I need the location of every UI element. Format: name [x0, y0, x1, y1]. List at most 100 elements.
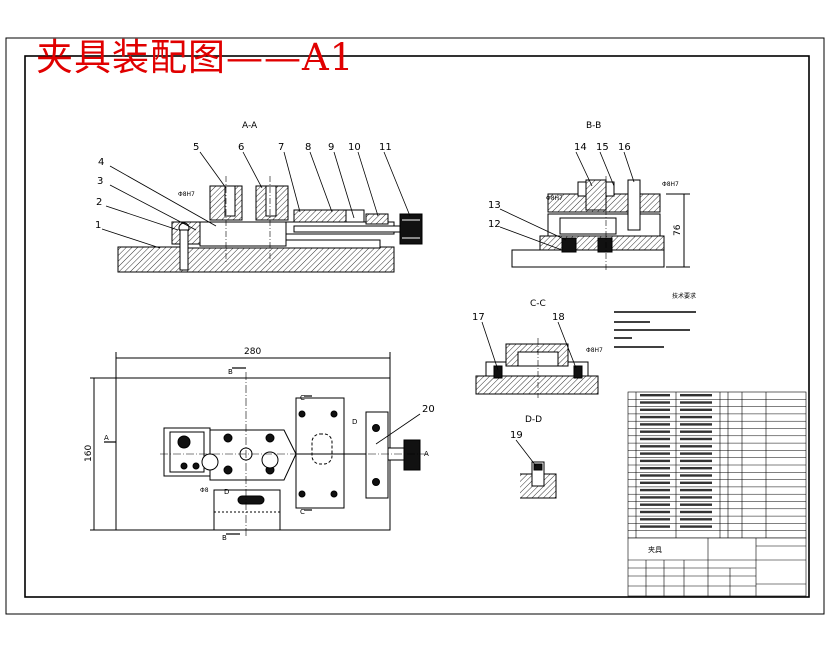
- parts-list-row-text: [680, 481, 712, 484]
- cc-leaders: [481, 321, 577, 371]
- parts-list-row-text: [680, 445, 712, 448]
- parts-list-row-text: [640, 510, 670, 514]
- bb-leaders: [499, 151, 635, 251]
- balloon-9: 9: [328, 142, 334, 153]
- view-aa-label: A-A: [242, 121, 258, 131]
- parts-list-row-text: [680, 510, 712, 514]
- parts-list-row-text: [680, 488, 712, 492]
- parts-list-row-text: [680, 496, 712, 499]
- section-mark-b-top: B: [228, 368, 233, 376]
- aa-balloons: 5 6 7 8 9 10 11 4 3 2 1: [95, 142, 392, 231]
- parts-list-row-text: [680, 415, 712, 419]
- parts-list-row-text: [640, 496, 670, 499]
- parts-list-row-text: [680, 430, 712, 433]
- parts-list-row-text: [680, 467, 712, 470]
- parts-list-row-text: [640, 525, 670, 528]
- parts-list-row-text: [680, 518, 712, 521]
- parts-list-row-text: [680, 503, 712, 506]
- view-bb-label: B-B: [586, 121, 601, 131]
- section-mark-d-top: D: [352, 418, 357, 426]
- dim-bb-height: 76: [673, 224, 683, 236]
- parts-list-row-text: [680, 452, 712, 455]
- balloon-10: 10: [348, 142, 361, 153]
- balloon-1: 1: [95, 220, 101, 231]
- balloon-14: 14: [574, 142, 587, 153]
- svg-text:Φ8: Φ8: [200, 487, 209, 494]
- parts-list-row-text: [640, 445, 670, 448]
- balloon-5: 5: [193, 142, 199, 153]
- balloon-16: 16: [618, 142, 631, 153]
- svg-text:Φ8H7: Φ8H7: [662, 181, 679, 188]
- svg-text:Φ8H7: Φ8H7: [546, 195, 563, 202]
- balloon-6: 6: [238, 142, 244, 153]
- parts-list-row-text: [640, 430, 670, 433]
- parts-list-row-text: [640, 415, 670, 419]
- parts-list-row-text: [680, 437, 712, 441]
- view-cc: C-C Φ8H7: [475, 299, 603, 398]
- dd-leader: [515, 439, 537, 467]
- inner-border: [24, 55, 810, 598]
- section-mark-a-left: A: [104, 434, 109, 442]
- aa-leaders: [101, 151, 411, 249]
- parts-list-row-text: [640, 488, 670, 492]
- section-mark-d-right: D: [224, 488, 229, 496]
- parts-list-row-text: [640, 459, 670, 463]
- section-markers: A A B B C C D D: [104, 368, 429, 542]
- parts-list-row-text: [640, 481, 670, 484]
- balloon-2: 2: [96, 197, 102, 208]
- view-cc-label: C-C: [530, 299, 546, 309]
- section-mark-c-top: C: [300, 394, 305, 402]
- parts-list-rows: [628, 394, 806, 531]
- view-dd: D-D: [520, 415, 557, 499]
- cc-balloons: 17 18: [472, 312, 565, 323]
- balloon-7: 7: [278, 142, 284, 153]
- section-mark-b-bottom: B: [222, 534, 227, 542]
- balloon-17: 17: [472, 312, 485, 323]
- parts-list-row-text: [640, 423, 670, 426]
- svg-text:Φ8H7: Φ8H7: [178, 191, 195, 198]
- parts-list-row-text: [640, 452, 670, 455]
- dim-width: 280: [244, 347, 261, 357]
- view-aa: A-A Φ8H7: [117, 121, 423, 273]
- technical-notes: 技术要求: [614, 292, 696, 348]
- view-bb: B-B Φ8H7 Φ8H7: [511, 121, 690, 272]
- parts-list-row-text: [640, 408, 670, 411]
- plan-view: Φ8: [90, 352, 430, 538]
- balloon-13: 13: [488, 200, 501, 211]
- view-dd-label: D-D: [525, 415, 542, 425]
- balloon-4: 4: [98, 157, 104, 168]
- drawing-title: 夹具装配图——A1: [36, 36, 355, 79]
- parts-list-row-text: [680, 423, 712, 426]
- title-block: [627, 537, 807, 597]
- parts-list-row-text: [680, 525, 712, 528]
- parts-list-row-text: [640, 401, 670, 404]
- parts-list-row-text: [680, 394, 712, 397]
- svg-text:Φ8H7: Φ8H7: [586, 347, 603, 354]
- balloon-20: 20: [422, 404, 435, 415]
- parts-list-row-text: [680, 401, 712, 404]
- notes-title: 技术要求: [672, 292, 696, 300]
- parts-list-row-text: [640, 437, 670, 441]
- section-mark-c-bottom: C: [300, 508, 305, 516]
- parts-list-row-text: [640, 474, 670, 477]
- balloon-12: 12: [488, 219, 501, 230]
- balloon-11: 11: [379, 142, 392, 153]
- balloon-18: 18: [552, 312, 565, 323]
- title-block-label: 夹具: [648, 545, 662, 554]
- balloon-3: 3: [97, 176, 103, 187]
- section-mark-a-right: A: [424, 450, 429, 458]
- dim-height: 160: [84, 445, 94, 462]
- plan-leader-20: [375, 413, 421, 445]
- bb-balloons: 14 15 16 13 12: [488, 142, 631, 230]
- balloon-8: 8: [305, 142, 311, 153]
- parts-list-row-text: [640, 518, 670, 521]
- parts-list-row-text: [640, 394, 670, 397]
- parts-list-row-text: [680, 408, 712, 411]
- balloon-19: 19: [510, 430, 523, 441]
- parts-list-row-text: [680, 474, 712, 477]
- outer-border: [5, 37, 825, 615]
- balloon-15: 15: [596, 142, 609, 153]
- parts-list-row-text: [640, 503, 670, 506]
- parts-list-row-text: [640, 467, 670, 470]
